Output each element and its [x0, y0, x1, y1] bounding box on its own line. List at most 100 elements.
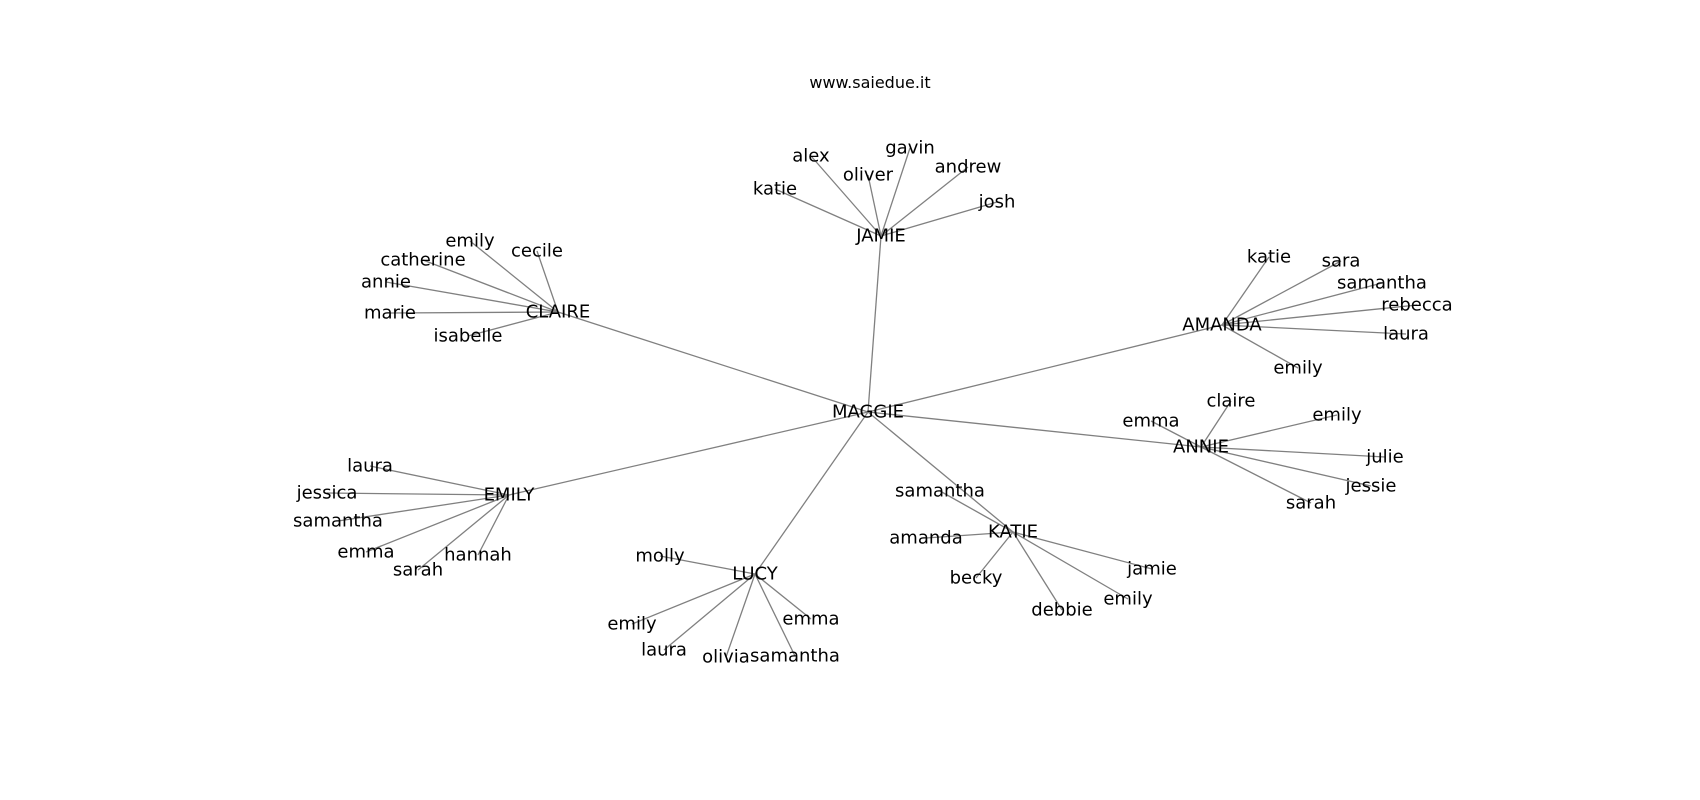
- hub-label-lucy: LUCY: [732, 564, 779, 585]
- node-label-amanda-katie: katie: [1247, 247, 1291, 268]
- node-label-katie-debbie: debbie: [1031, 600, 1092, 621]
- edge-emily-sarah: [417, 494, 510, 571]
- edge-jamie-alex: [810, 155, 882, 237]
- edges-layer: [326, 147, 1418, 658]
- hub-label-katie: KATIE: [988, 522, 1038, 543]
- edge-center-annie: [867, 411, 1202, 448]
- node-label-annie-julie: julie: [1365, 447, 1404, 468]
- node-label-katie-emily: emily: [1103, 589, 1153, 610]
- node-label-jamie-andrew: andrew: [935, 157, 1002, 178]
- hub-label-annie: ANNIE: [1173, 437, 1229, 458]
- node-label-annie-emily: emily: [1312, 405, 1362, 426]
- hub-label-emily: EMILY: [484, 485, 536, 506]
- node-label-emily-emma: emma: [337, 542, 394, 563]
- edge-claire-cecile: [536, 250, 559, 313]
- edge-claire-annie: [385, 281, 559, 313]
- edge-center-jamie: [867, 235, 882, 413]
- watermark-text: www.saiedue.it: [809, 73, 930, 92]
- node-label-annie-emma: emma: [1122, 411, 1179, 432]
- edge-amanda-rebecca: [1221, 304, 1418, 326]
- node-label-amanda-laura: laura: [1383, 324, 1429, 345]
- node-label-emily-samantha: samantha: [293, 511, 383, 532]
- node-label-claire-marie: marie: [364, 303, 416, 324]
- node-label-amanda-emily: emily: [1273, 358, 1323, 379]
- edge-katie-amanda: [925, 531, 1014, 539]
- edge-amanda-emily: [1221, 324, 1299, 369]
- node-label-lucy-laura: laura: [641, 640, 687, 661]
- node-label-lucy-emma: emma: [782, 609, 839, 630]
- node-label-jamie-alex: alex: [792, 146, 830, 167]
- edge-lucy-emma: [754, 573, 812, 620]
- edge-amanda-samantha: [1221, 282, 1383, 326]
- node-label-claire-annie: annie: [361, 272, 411, 293]
- edge-katie-becky: [975, 531, 1014, 579]
- node-label-amanda-rebecca: rebecca: [1381, 295, 1452, 316]
- node-label-claire-emily: emily: [445, 231, 495, 252]
- edge-claire-emily: [469, 240, 559, 313]
- node-label-claire-isabelle: isabelle: [434, 326, 503, 347]
- edge-jamie-gavin: [880, 147, 911, 237]
- node-label-jamie-katie: katie: [753, 179, 797, 200]
- edge-center-emily: [508, 411, 869, 496]
- edge-jamie-andrew: [880, 166, 969, 237]
- node-label-emily-laura: laura: [347, 456, 393, 477]
- edge-annie-jessie: [1200, 446, 1372, 487]
- edge-jamie-oliver: [867, 174, 882, 237]
- edge-katie-jamie: [1012, 531, 1153, 570]
- edge-emily-samantha: [337, 494, 510, 522]
- edge-center-lucy: [754, 411, 869, 575]
- edge-center-claire: [557, 311, 869, 413]
- node-label-lucy-molly: molly: [635, 546, 685, 567]
- edge-annie-julie: [1200, 446, 1386, 458]
- edge-claire-marie: [389, 311, 559, 314]
- node-label-emily-hannah: hannah: [444, 545, 512, 566]
- node-label-annie-sarah: sarah: [1286, 493, 1336, 514]
- node-label-katie-amanda: amanda: [889, 528, 962, 549]
- node-label-claire-catherine: catherine: [380, 250, 465, 271]
- node-label-amanda-samantha: samantha: [1337, 273, 1427, 294]
- edge-amanda-sara: [1221, 260, 1342, 326]
- hub-label-claire: CLAIRE: [526, 302, 591, 323]
- node-label-katie-jamie: jamie: [1126, 559, 1177, 580]
- edge-annie-emily: [1200, 414, 1338, 448]
- edge-jamie-josh: [880, 201, 998, 237]
- edge-lucy-olivia: [725, 573, 756, 658]
- node-label-jamie-gavin: gavin: [885, 138, 935, 159]
- edge-emily-emma: [365, 494, 510, 553]
- edge-lucy-molly: [659, 555, 756, 575]
- node-label-lucy-samantha: samantha: [750, 646, 840, 667]
- edge-annie-sarah: [1200, 446, 1312, 504]
- edge-amanda-laura: [1221, 324, 1407, 335]
- edge-katie-emily: [1012, 531, 1129, 600]
- hub-label-amanda: AMANDA: [1182, 315, 1262, 336]
- node-label-lucy-olivia: olivia: [702, 647, 750, 668]
- edge-claire-catherine: [422, 259, 559, 313]
- hub-label-jamie: JAMIE: [855, 226, 906, 247]
- node-label-jamie-oliver: oliver: [843, 165, 894, 186]
- node-label-katie-becky: becky: [950, 568, 1003, 589]
- edge-annie-emma: [1150, 420, 1202, 448]
- edge-amanda-katie: [1221, 256, 1270, 326]
- edge-jamie-katie: [774, 188, 882, 237]
- edge-annie-claire: [1200, 400, 1232, 448]
- node-label-jamie-josh: josh: [978, 192, 1016, 213]
- node-label-katie-samantha: samantha: [895, 481, 985, 502]
- node-label-claire-cecile: cecile: [511, 241, 563, 262]
- edge-lucy-laura: [663, 573, 756, 651]
- edge-emily-hannah: [477, 494, 510, 556]
- edge-lucy-samantha: [754, 573, 796, 657]
- center-node-label: MAGGIE: [832, 402, 904, 423]
- edge-katie-samantha: [939, 490, 1014, 533]
- edge-katie-debbie: [1012, 531, 1063, 611]
- edge-claire-isabelle: [467, 311, 559, 337]
- node-label-emily-sarah: sarah: [393, 560, 443, 581]
- edge-center-katie: [867, 411, 1014, 533]
- node-label-annie-jessie: jessie: [1345, 476, 1397, 497]
- node-label-annie-claire: claire: [1206, 391, 1255, 412]
- node-label-emily-jessica: jessica: [296, 483, 358, 504]
- edge-emily-laura: [369, 465, 510, 496]
- node-label-lucy-emily: emily: [607, 614, 657, 635]
- edge-center-amanda: [867, 324, 1223, 413]
